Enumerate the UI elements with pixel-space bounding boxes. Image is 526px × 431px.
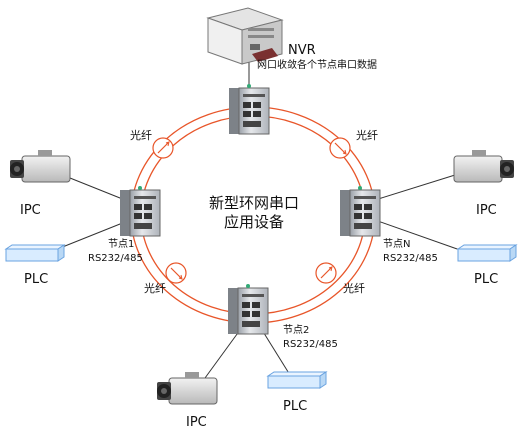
plc-device-icon: [4, 244, 66, 262]
fiber-marker: [329, 137, 351, 159]
right-ipc-link: [374, 174, 456, 201]
nvr-label: NVR: [288, 43, 316, 58]
fiber-label: 光纤: [356, 129, 378, 142]
ipc-camera-icon: [157, 372, 218, 405]
fiber-label: 光纤: [343, 282, 365, 295]
bottom-plc-label: PLC: [283, 399, 308, 414]
connection-lines: [54, 60, 461, 379]
center-title-line1: 新型环网串口: [208, 194, 299, 212]
bottom-node-port: RS232/485: [283, 339, 338, 350]
right-node-port: RS232/485: [383, 253, 438, 264]
left-node-port: RS232/485: [88, 253, 143, 264]
ipc-camera-icon: [453, 150, 514, 183]
ring-switch-icon: [229, 84, 270, 135]
bottom-ipc-label: IPC: [186, 415, 207, 430]
right-ipc-label: IPC: [476, 203, 497, 218]
bottom-plc-link: [261, 329, 291, 376]
right-plc-label: PLC: [474, 272, 499, 287]
fiber-marker: [165, 262, 187, 284]
plc-device-icon: [456, 244, 518, 262]
left-plc-link: [54, 221, 126, 251]
right-plc-link: [374, 219, 461, 251]
left-node-name: 节点1: [108, 239, 135, 250]
center-title-line2: 应用设备: [223, 213, 284, 231]
left-ipc-label: IPC: [20, 203, 41, 218]
nvr-server-icon: [206, 7, 284, 65]
ring-switch-icon: [120, 186, 161, 237]
left-ipc-link: [69, 177, 126, 201]
fiber-label: 光纤: [130, 129, 152, 142]
bottom-ipc-link: [204, 329, 241, 379]
ring-switch-icon: [340, 186, 381, 237]
ipc-camera-icon: [10, 150, 71, 183]
ring-switch-icon: [228, 284, 269, 335]
fiber-label: 光纤: [144, 282, 166, 295]
left-plc-label: PLC: [24, 272, 49, 287]
fiber-marker: [152, 137, 174, 159]
nvr-description: 网口收敛各个节点串口数据: [257, 60, 377, 71]
plc-device-icon: [266, 371, 328, 389]
right-node-name: 节点N: [383, 239, 411, 250]
fiber-marker: [315, 262, 337, 284]
bottom-node-name: 节点2: [283, 325, 310, 336]
